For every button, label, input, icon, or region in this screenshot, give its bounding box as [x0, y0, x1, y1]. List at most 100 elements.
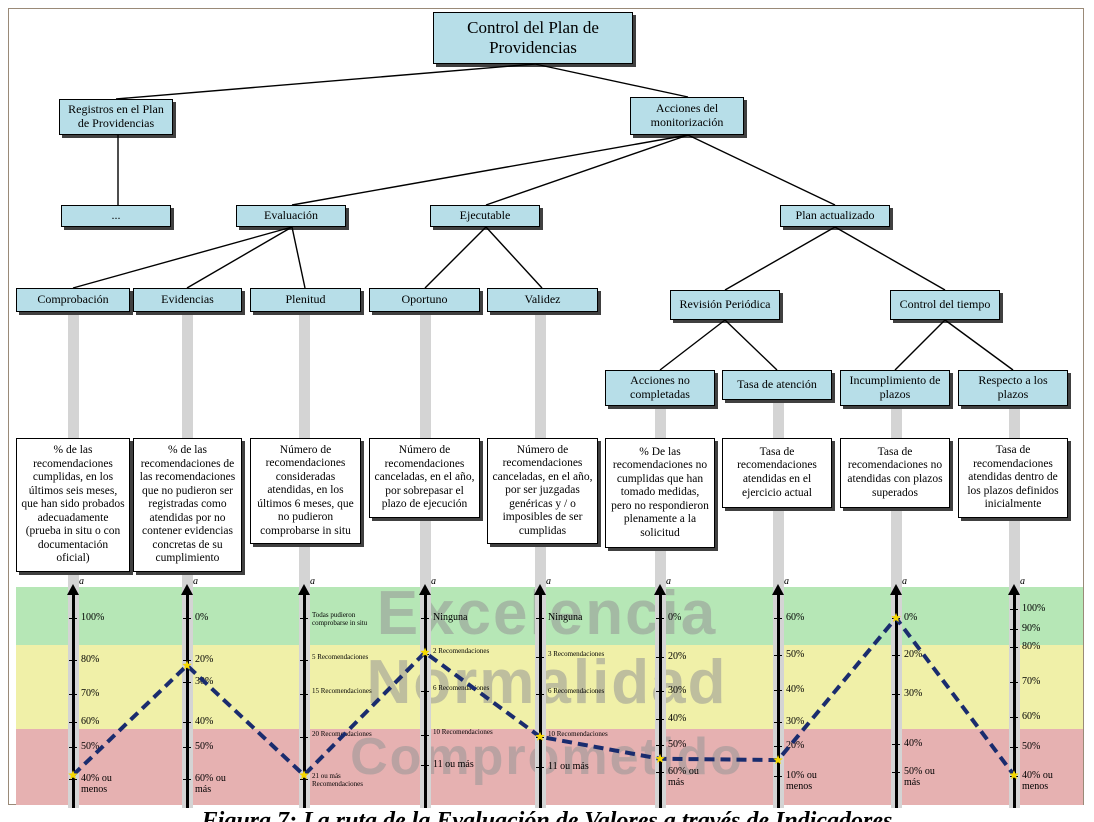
- scale-tick-label: 6 Recomendaciones: [433, 684, 490, 693]
- scale-tick: [1010, 628, 1018, 630]
- scale-arrowhead: [890, 584, 902, 595]
- scale-tick-label: 60%: [786, 611, 805, 623]
- scale-tick-label: 11 ou más: [548, 760, 589, 772]
- indicator-description-oportuno: Número de recomendaciones canceladas, en…: [369, 438, 480, 518]
- scale-tick-label: 20%: [195, 654, 214, 666]
- scale-tick-label: 40%: [904, 738, 923, 750]
- indicator-description-plenitud: Número de recomendaciones consideradas a…: [250, 438, 361, 544]
- scale-tick: [300, 617, 308, 619]
- scale-tick: [300, 660, 308, 662]
- scale-tick-label: 20 Recomendaciones: [312, 729, 372, 738]
- scale-tick-label: 50%: [195, 740, 214, 752]
- scale-tick-label: 6 Recomendaciones: [548, 686, 605, 695]
- connector-acciones-evaluacion: [291, 134, 689, 206]
- indicator-node-validez: Validez: [487, 288, 598, 312]
- scale-axis: [1012, 592, 1016, 808]
- scale-tick-label: 40% ou menos: [81, 773, 112, 796]
- scale-tick-label: 30%: [904, 687, 923, 699]
- scale-tick-label: 10% ou menos: [786, 770, 817, 793]
- scale-marker-star: [891, 612, 901, 622]
- scale-tick: [892, 744, 900, 746]
- scale-tick: [69, 721, 77, 723]
- scale-tick: [892, 693, 900, 695]
- scale-tick-label: 40%: [786, 684, 805, 696]
- connector-ejecutable-oportuno: [424, 226, 487, 289]
- band-compromised: [16, 729, 1083, 805]
- scale-tick: [656, 656, 664, 658]
- scale-alpha-label: a: [1020, 576, 1025, 587]
- scale-tick-label: 20%: [904, 648, 923, 660]
- revision-node: Revisión Periódica: [670, 290, 780, 320]
- scale-tick: [69, 779, 77, 781]
- scale-tick: [774, 617, 782, 619]
- scale-tick: [183, 746, 191, 748]
- scale-tick-label: 0%: [195, 611, 209, 623]
- connector-evaluacion-comprobacion: [72, 226, 293, 289]
- figure-caption: Figura 7: La ruta de la Evaluación de Va…: [201, 808, 893, 822]
- connector-control-respecto: [944, 319, 1014, 371]
- scale-arrowhead: [419, 584, 431, 595]
- scale-tick-label: 40% ou menos: [1022, 770, 1053, 793]
- band-excellence: [16, 587, 1083, 645]
- indicator-description-incumplimiento: Tasa de recomendaciones no atendidas con…: [840, 438, 950, 508]
- scale-marker-star: [182, 660, 192, 670]
- indicator-description-acciones_no_completadas: % De las recomendaciones no cumplidas qu…: [605, 438, 715, 548]
- scale-tick: [774, 776, 782, 778]
- scale-tick-label: 20%: [786, 740, 805, 752]
- scale-tick: [774, 654, 782, 656]
- evaluacion-node: Evaluación: [236, 205, 346, 227]
- indicator-node-acciones_no_completadas: Acciones no completadas: [605, 370, 715, 406]
- scale-tick: [69, 746, 77, 748]
- scale-tick: [536, 766, 544, 768]
- scale-tick-label: 40%: [668, 713, 687, 725]
- scale-tick: [892, 772, 900, 774]
- scale-tick-label: 21 ou más Recomendaciones: [312, 772, 363, 788]
- scale-axis: [776, 592, 780, 808]
- scale-tick-label: 60%: [1022, 711, 1041, 723]
- scale-tick-label: Todas pudieron comprobarse in situ: [312, 610, 368, 627]
- scale-tick-label: 70%: [81, 687, 100, 699]
- scale-tick-label: 90%: [1022, 622, 1041, 634]
- indicator-node-comprobacion: Comprobación: [16, 288, 130, 312]
- scale-tick-label: 50%: [786, 648, 805, 660]
- scale-alpha-label: a: [546, 576, 551, 587]
- scale-tick: [1010, 609, 1018, 611]
- scale-tick: [300, 779, 308, 781]
- scale-tick: [656, 617, 664, 619]
- scale-axis: [658, 592, 662, 808]
- scale-tick: [69, 617, 77, 619]
- scale-tick: [1010, 717, 1018, 719]
- acciones-node: Acciones del monitorización: [630, 97, 744, 135]
- scale-axis: [538, 592, 542, 808]
- scale-tick: [300, 693, 308, 695]
- indicator-node-oportuno: Oportuno: [369, 288, 480, 312]
- registros-node: Registros en el Plan de Providencias: [59, 99, 173, 135]
- scale-tick: [183, 617, 191, 619]
- scale-tick-label: Ninguna: [548, 611, 583, 623]
- scale-tick-label: 11 ou más: [433, 759, 474, 771]
- scale-tick-label: 60% ou más: [195, 773, 226, 796]
- scale-tick: [656, 745, 664, 747]
- scale-tick: [1010, 647, 1018, 649]
- indicator-description-evidencias: % de las recomendaciones de las recomend…: [133, 438, 242, 572]
- scale-tick: [421, 765, 429, 767]
- indicator-description-comprobacion: % de las recomendaciones cumplidas, en l…: [16, 438, 130, 572]
- scale-alpha-label: a: [193, 576, 198, 587]
- scale-tick-label: 30%: [668, 685, 687, 697]
- scale-axis: [71, 592, 75, 808]
- scale-arrowhead: [298, 584, 310, 595]
- connector-root-acciones: [534, 63, 689, 98]
- connector-evaluacion-plenitud: [291, 226, 306, 289]
- connector-root-registros: [115, 63, 536, 100]
- scale-marker-star: [420, 647, 430, 657]
- indicator-node-incumplimiento: Incumplimiento de plazos: [840, 370, 950, 406]
- scale-tick-label: 80%: [1022, 641, 1041, 653]
- scale-tick-label: 15 Recomendaciones: [312, 686, 372, 695]
- scale-tick: [69, 660, 77, 662]
- connector-plan-control: [834, 226, 946, 291]
- scale-tick-label: 70%: [1022, 675, 1041, 687]
- scale-arrowhead: [772, 584, 784, 595]
- scale-tick: [774, 746, 782, 748]
- plan-actualizado-node: Plan actualizado: [780, 205, 890, 227]
- scale-tick-label: 0%: [904, 611, 918, 623]
